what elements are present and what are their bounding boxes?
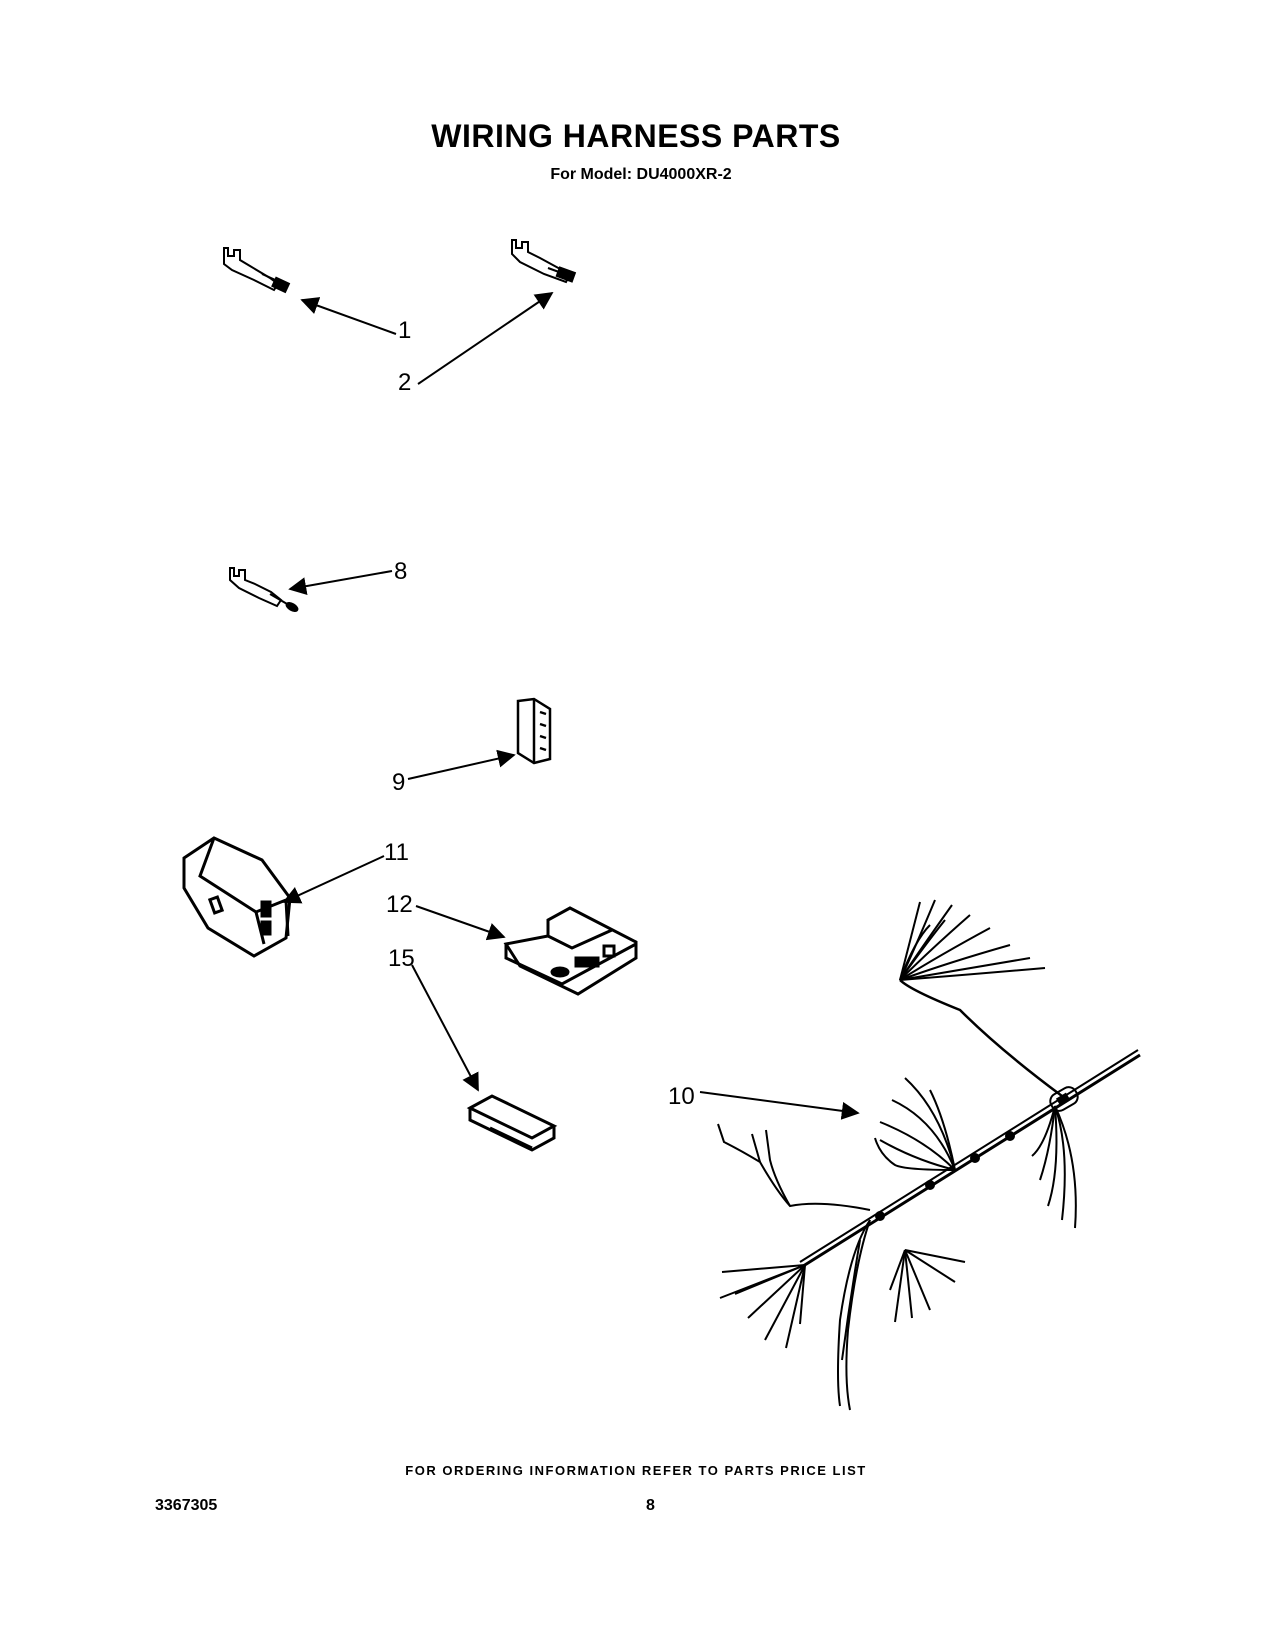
leader-8 [288, 570, 393, 596]
leader-11 [282, 855, 385, 904]
page-title: WIRING HARNESS PARTS [431, 118, 841, 154]
callout-1: 1 [398, 317, 411, 344]
callout-11: 11 [384, 839, 409, 866]
connector-part-12 [503, 906, 638, 996]
callout-12: 12 [386, 891, 413, 918]
callout-2: 2 [398, 369, 411, 396]
leader-9 [407, 749, 516, 780]
wiring-harness-part-10 [717, 899, 1141, 1411]
callout-8: 8 [394, 558, 407, 585]
connector-housing-part-11 [182, 836, 292, 958]
leader-1 [300, 297, 397, 335]
terminal-part-1 [223, 247, 291, 294]
ordering-note: FOR ORDERING INFORMATION REFER TO PARTS … [405, 1463, 867, 1478]
connector-part-15 [466, 1094, 558, 1152]
leader-lines [282, 291, 860, 1120]
callout-15: 15 [388, 945, 415, 972]
model-subtitle: For Model: DU4000XR-2 [550, 166, 732, 183]
leader-15 [411, 964, 479, 1092]
leader-12 [415, 905, 506, 941]
page-number: 8 [646, 1497, 655, 1514]
leader-10 [699, 1091, 860, 1120]
callout-10: 10 [668, 1083, 695, 1110]
callout-9: 9 [392, 769, 405, 796]
terminal-part-2 [511, 239, 577, 284]
terminal-part-8 [229, 567, 299, 612]
document-number: 3367305 [155, 1497, 218, 1514]
leader-2 [417, 291, 554, 385]
connector-part-9 [516, 697, 552, 765]
